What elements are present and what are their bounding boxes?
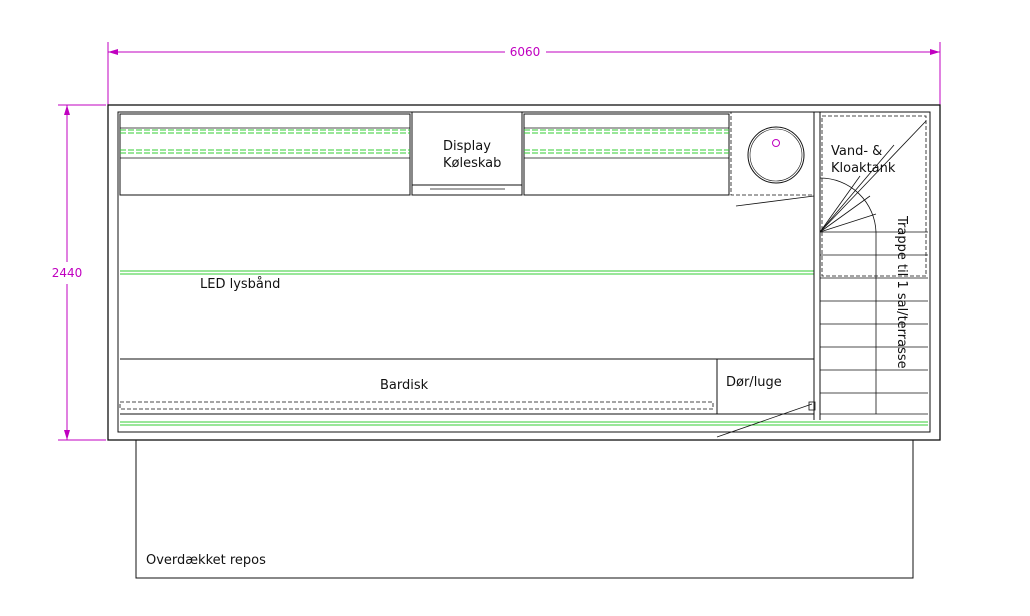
sink — [730, 111, 815, 207]
staircase: Trappe til 1 sal/terrasse — [819, 120, 928, 415]
top-counter-right — [523, 113, 730, 196]
stairs-label: Trappe til 1 sal/terrasse — [894, 215, 909, 369]
display-label-line1: Display — [443, 139, 491, 154]
bar-label: Bardisk — [380, 378, 429, 393]
drain-icon — [772, 139, 780, 147]
height-dimension-label: 2440 — [52, 266, 83, 280]
tank-label-line2: Kloaktank — [831, 161, 896, 176]
porch-label: Overdækket repos — [146, 553, 266, 568]
covered-porch: Overdækket repos — [135, 440, 914, 579]
top-counter-left — [119, 113, 411, 196]
display-label-line2: Køleskab — [443, 156, 501, 171]
height-dimension: 2440 — [52, 104, 106, 441]
bar-counter: Bardisk — [119, 358, 814, 415]
outer-wall — [107, 104, 941, 441]
led-strips: LED lysbånd — [120, 129, 928, 426]
stair-partition — [813, 112, 821, 420]
display-fridge: Display Køleskab — [411, 111, 523, 196]
inner-wall — [117, 111, 931, 433]
width-dimension-label: 6060 — [510, 45, 541, 59]
led-label: LED lysbånd — [200, 277, 280, 292]
width-dimension: 6060 — [107, 42, 941, 105]
door-label: Dør/luge — [726, 375, 782, 390]
door-hatch: Dør/luge — [716, 359, 816, 438]
water-sewage-tank: Vand- & Kloaktank — [821, 115, 927, 277]
tank-label-line1: Vand- & — [831, 144, 882, 159]
